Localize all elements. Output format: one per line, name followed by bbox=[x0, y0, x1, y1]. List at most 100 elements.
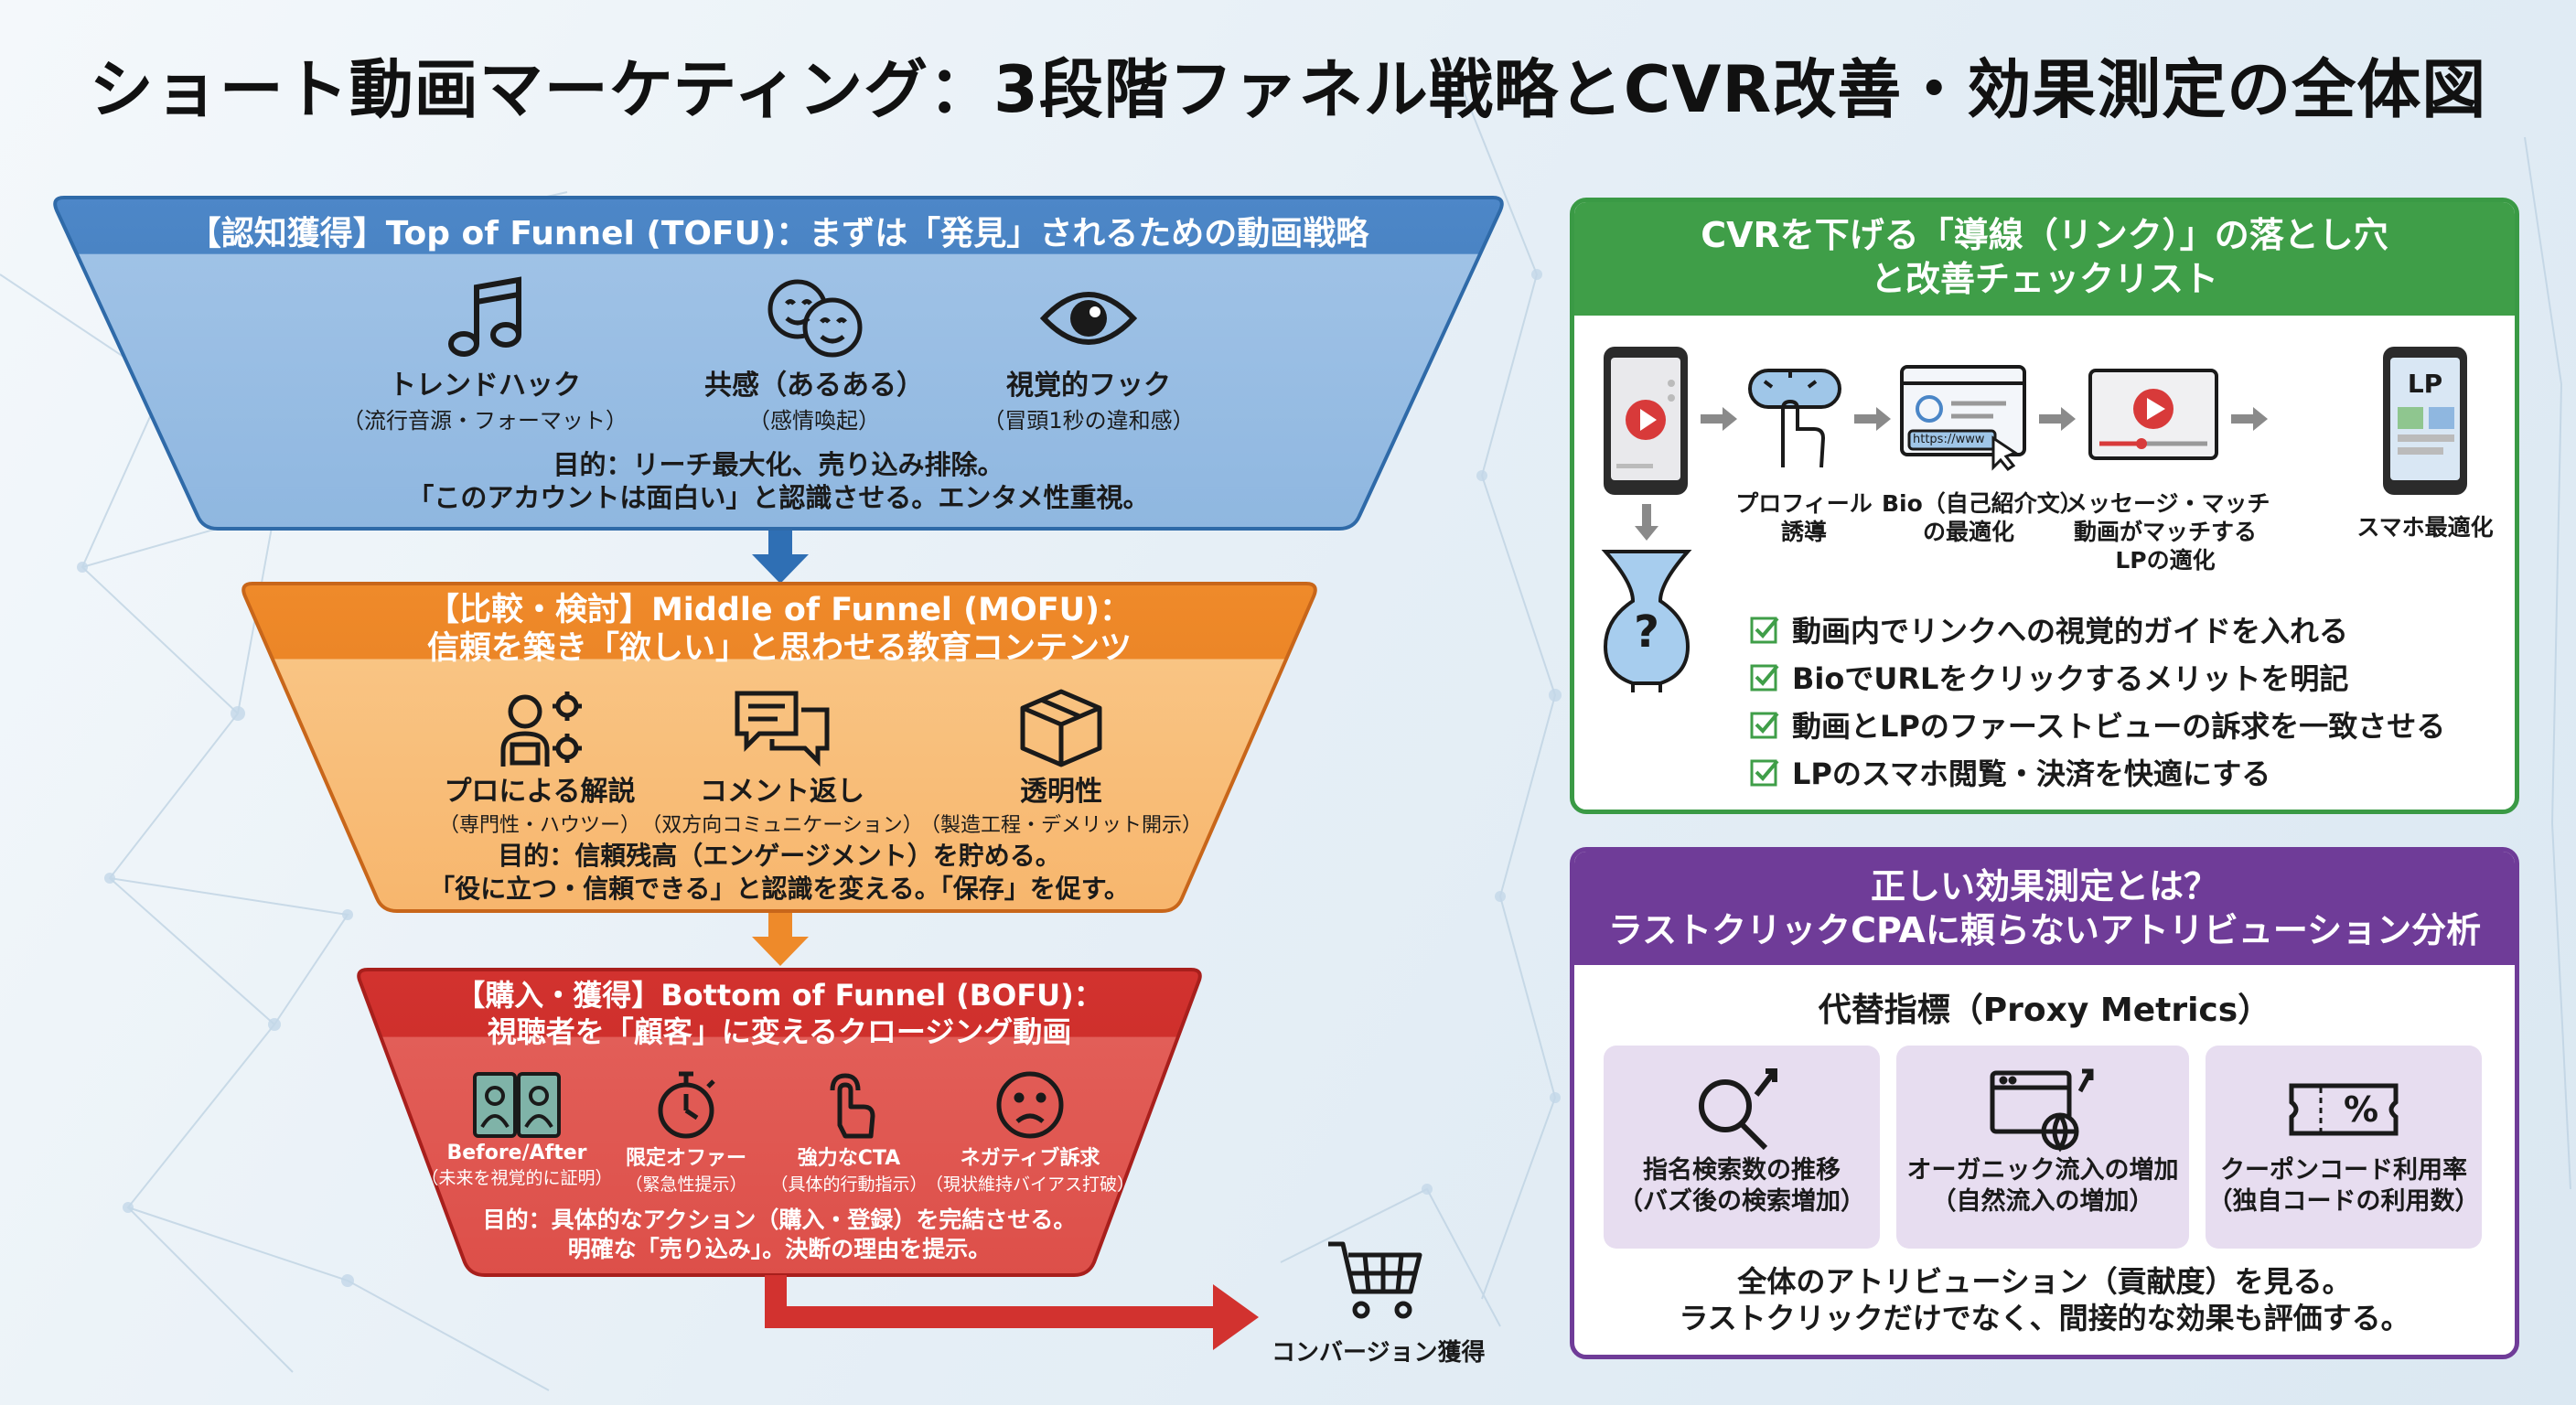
flow-arrow-1 bbox=[1701, 407, 1737, 431]
bofu-item-sub: （緊急性提示） bbox=[625, 1174, 747, 1195]
checklist-item-text: BioでURLをクリックするメリットを明記 bbox=[1792, 661, 2349, 696]
checkbox-checked-icon bbox=[1750, 712, 1779, 739]
music-note-icon bbox=[448, 276, 521, 357]
tofu-item-sub: （流行音源・フォーマット） bbox=[342, 408, 628, 434]
phone-lp-icon: LP bbox=[2379, 343, 2471, 499]
tofu-header: 【認知獲得】Top of Funnel (TOFU)：まずは「発見」されるための… bbox=[188, 215, 1369, 252]
checkbox-checked-icon bbox=[1750, 617, 1779, 644]
flow-arrow-3 bbox=[2039, 407, 2076, 431]
tofu-item-label: 視覚的フック bbox=[1006, 370, 1171, 402]
flow-arrow-4 bbox=[2231, 407, 2268, 431]
flow-label-line: スマホ最適化 bbox=[2356, 514, 2494, 541]
leak-question-mark: ? bbox=[1634, 606, 1659, 658]
mofu-purpose-line2: 「役に立つ・信頼できる」と認識を変える。「保存」を促す。 bbox=[429, 874, 1130, 904]
mofu-header-line1: 【比較・検討】Middle of Funnel (MOFU)： bbox=[426, 592, 1132, 628]
checklist-item-text: 動画とLPのファーストビューの訴求を一致させる bbox=[1792, 709, 2446, 744]
conversion-label: コンバージョン獲得 bbox=[1272, 1339, 1486, 1367]
mofu-purpose-line1: 目的：信頼残高（エンゲージメント）を貯める。 bbox=[498, 841, 1061, 871]
page-title: ショート動画マーケティング：3段階ファネル戦略とCVR改善・効果測定の全体図 bbox=[89, 52, 2487, 127]
tofu-purpose-line2: 「このアカウントは面白い」と認識させる。エンタメ性重視。 bbox=[407, 482, 1150, 513]
bio-link-icon: https://www bbox=[1898, 363, 2028, 472]
bofu-header: 【購入・獲得】Bottom of Funnel (BOFU)： 視聴者を「顧客」… bbox=[355, 977, 1204, 1050]
coupon-ticket-shape bbox=[2289, 1083, 2399, 1136]
checklist-item: 動画内でリンクへの視覚的ガイドを入れる bbox=[1750, 608, 2348, 650]
measurement-panel-header: 正しい効果測定とは？ ラストクリックCPAに頼らないアトリビューション分析 bbox=[1574, 852, 2515, 965]
checkbox-checked-icon bbox=[1750, 664, 1779, 692]
bofu-purpose: 目的：具体的なアクション（購入・登録）を完結させる。 明確な「売り込み」。決断の… bbox=[355, 1206, 1204, 1264]
checklist-item: LPのスマホ閲覧・決済を快適にする bbox=[1750, 751, 2270, 793]
checkbox-checked-icon bbox=[1750, 759, 1779, 787]
bofu-item-before-after: Before/After （未来を視覚的に証明） bbox=[402, 1068, 631, 1189]
flow-down-arrow bbox=[1635, 504, 1658, 541]
metric-sublabel: （バズ後の検索増加） bbox=[1618, 1187, 1865, 1216]
mofu-item-sub: （製造工程・デメリット開示） bbox=[919, 814, 1202, 837]
metric-card-coupon: % クーポンコード利用率 （独自コードの利用数） bbox=[2206, 1046, 2482, 1249]
bofu-purpose-line2: 明確な「売り込み」。決断の理由を提示。 bbox=[567, 1236, 992, 1262]
metric-card-organic: オーガニック流入の増加 （自然流入の増加） bbox=[1896, 1046, 2189, 1249]
leaky-funnel-shape bbox=[1601, 550, 1692, 692]
bofu-header-line2: 視聴者を「顧客」に変えるクロージング動画 bbox=[487, 1014, 1072, 1049]
box-icon bbox=[1020, 689, 1102, 767]
cvr-header-line1: CVRを下げる「導線（リンク）」の落とし穴 bbox=[1701, 215, 2388, 255]
stopwatch-icon bbox=[658, 1071, 715, 1139]
tofu-purpose: 目的：リーチ最大化、売り込み排除。 「このアカウントは面白い」と認識させる。エン… bbox=[51, 448, 1506, 514]
mofu-purpose: 目的：信頼残高（エンゲージメント）を貯める。 「役に立つ・信頼できる」と認識を変… bbox=[240, 840, 1319, 906]
metric-card-branded-search: 指名検索数の推移 （バズ後の検索増加） bbox=[1604, 1046, 1880, 1249]
bofu-item-label: ネガティブ訴求 bbox=[960, 1147, 1100, 1170]
tofu-item-empathy: 共感（あるある） （感情喚起） bbox=[668, 274, 961, 434]
mofu-to-bofu-arrow bbox=[752, 913, 809, 966]
mofu-item-transparency: 透明性 （製造工程・デメリット開示） bbox=[896, 688, 1226, 838]
flow-label-line: Bio（自己紹介文） bbox=[1882, 490, 2083, 517]
bofu-item-limited-offer: 限定オファー （緊急性提示） bbox=[585, 1068, 787, 1196]
flow-label-line: 動画がマッチする bbox=[2073, 519, 2257, 545]
bofu-item-negative: ネガティブ訴求 （現状維持バイアス打破） bbox=[920, 1068, 1140, 1196]
checklist-item: 動画とLPのファーストビューの訴求を一致させる bbox=[1750, 703, 2445, 745]
phone-video-icon bbox=[1604, 347, 1688, 495]
flow-label-line: LPの適化 bbox=[2115, 547, 2216, 574]
cvr-header-line2: と改善チェックリスト bbox=[1870, 259, 2218, 299]
smiley-faces-icon bbox=[767, 279, 863, 358]
bofu-item-cta: 強力なCTA （具体的行動指示） bbox=[748, 1068, 950, 1196]
mofu-item-sub: （専門性・ハウツー） bbox=[438, 814, 640, 837]
bofu-item-label: Before/After bbox=[446, 1142, 587, 1164]
measure-header-line1: 正しい効果測定とは？ bbox=[1870, 866, 2218, 906]
bofu-funnel-shape bbox=[357, 968, 1202, 1277]
coupon-icon: % bbox=[2284, 1064, 2403, 1155]
mofu-item-comment: コメント返し （双方向コミュニケーション） bbox=[613, 688, 951, 838]
tofu-item-sub: （感情喚起） bbox=[748, 408, 880, 434]
cvr-panel-header: CVRを下げる「導線（リンク）」の落とし穴 と改善チェックリスト bbox=[1574, 202, 2515, 316]
organic-traffic-icon bbox=[1990, 1068, 2094, 1153]
metric-sublabel: （自然流入の増加） bbox=[1931, 1187, 2154, 1216]
flow-label-message-match: メッセージ・マッチ 動画がマッチする LPの適化 bbox=[2065, 489, 2270, 574]
search-trend-icon bbox=[1699, 1068, 1777, 1151]
flow-arrow-2 bbox=[1854, 407, 1891, 431]
sad-face-icon bbox=[996, 1071, 1064, 1139]
flow-label-line: の最適化 bbox=[1922, 519, 2014, 545]
bofu-header-line1: 【購入・獲得】Bottom of Funnel (BOFU)： bbox=[456, 978, 1103, 1013]
footer-line1: 全体のアトリビューション（貢献度）を見る。 bbox=[1737, 1264, 2352, 1299]
flow-label-line: 誘導 bbox=[1780, 519, 1827, 545]
mofu-item-label: コメント返し bbox=[700, 776, 864, 808]
coupon-percent-symbol: % bbox=[2343, 1089, 2379, 1130]
profile-tap-icon bbox=[1748, 369, 1841, 468]
bofu-item-sub: （未来を視覚的に証明） bbox=[421, 1168, 613, 1188]
chat-bubbles-icon bbox=[735, 691, 830, 767]
video-player-icon bbox=[2088, 369, 2218, 460]
checklist-item-text: LPのスマホ閲覧・決済を快適にする bbox=[1792, 756, 2271, 791]
conversion-arrow bbox=[765, 1275, 1259, 1350]
flow-label-profile: プロフィール 誘導 bbox=[1735, 489, 1873, 546]
mofu-header-line2: 信頼を築き「欲しい」と思わせる教育コンテンツ bbox=[426, 630, 1132, 667]
tofu-item-sub: （冒頭1秒の違和感） bbox=[982, 408, 1195, 434]
metric-sublabel: （独自コードの利用数） bbox=[2207, 1187, 2480, 1216]
mofu-item-expert: プロによる解説 （専門性・ハウツー） bbox=[384, 688, 695, 838]
mofu-item-label: プロによる解説 bbox=[444, 776, 636, 808]
flow-label-bio: Bio（自己紹介文） の最適化 bbox=[1882, 489, 2083, 546]
shopping-cart-icon bbox=[1328, 1241, 1422, 1319]
flow-label-line: プロフィール bbox=[1735, 490, 1873, 517]
measure-header-line2: ラストクリックCPAに頼らないアトリビューション分析 bbox=[1607, 910, 2482, 950]
phone-lp-frame bbox=[2383, 347, 2467, 495]
mofu-header: 【比較・検討】Middle of Funnel (MOFU)： 信頼を築き「欲し… bbox=[240, 591, 1319, 668]
tofu-item-label: 共感（あるある） bbox=[704, 370, 924, 402]
metric-label: オーガニック流入の増加 bbox=[1906, 1156, 2179, 1185]
